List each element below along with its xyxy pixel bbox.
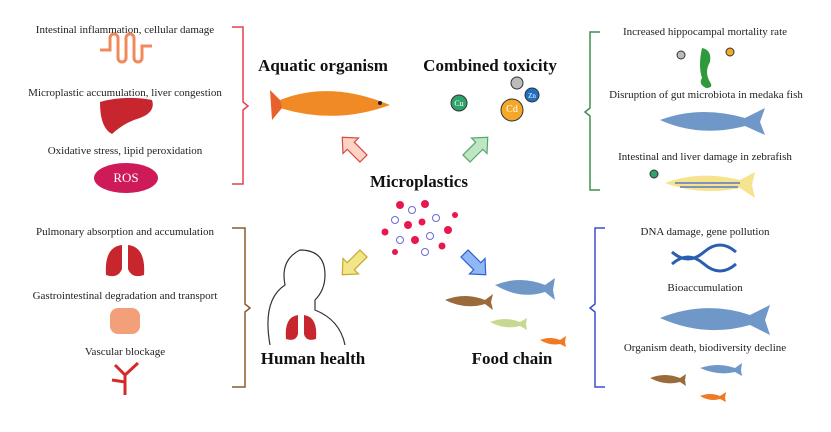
human-title: Human health: [260, 349, 366, 368]
metal-label-cd: Cd: [506, 104, 518, 115]
arrow-to-aquatic: [341, 136, 368, 163]
human-silhouette-icon: [267, 249, 346, 346]
food-title: Food chain: [471, 349, 553, 368]
food-chain-fish-brown: [445, 294, 493, 310]
human-effect: Vascular blockage: [84, 346, 166, 358]
toxicity-effect: Intestinal and liver damage in zebrafish: [618, 151, 792, 163]
aquatic-effect: Microplastic accumulation, liver congest…: [28, 87, 222, 99]
particle-icon: [649, 169, 659, 179]
metal-grey-icon: [510, 76, 524, 90]
microplastic-particles-icon: [381, 200, 458, 256]
metal-label-cu: Cu: [454, 99, 464, 108]
dna-icon: [671, 243, 737, 273]
toxicity-effect: Disruption of gut microbiota in medaka f…: [609, 89, 803, 101]
intestine-icon: [100, 32, 152, 64]
particle-icon: [725, 47, 735, 57]
food-effect: Organism death, biodiversity decline: [623, 342, 787, 354]
human-bracket: [232, 227, 252, 388]
arrow-to-food: [460, 249, 487, 276]
aquatic-title: Aquatic organism: [258, 56, 388, 75]
food-chain-fish-large: [495, 278, 555, 300]
aquatic-effect: Intestinal inflammation, cellular damage: [35, 24, 215, 36]
food-chain-fish-orange: [540, 336, 566, 347]
liver-icon: [100, 97, 153, 134]
decline-fish-brown: [650, 374, 686, 386]
seahorse-icon: [700, 48, 712, 88]
toxicity-effect: Increased hippocampal mortality rate: [622, 26, 788, 38]
toxicity-bracket: [583, 31, 600, 191]
food-chain-fish-small: [490, 318, 527, 330]
particle-icon: [676, 50, 686, 60]
arrow-to-human: [341, 249, 368, 276]
human-effect: Pulmonary absorption and accumulation: [35, 226, 215, 238]
metal-cu-icon: [450, 94, 468, 112]
lungs-icon: [105, 245, 145, 277]
toxicity-title: Combined toxicity: [423, 56, 557, 75]
human-lungs-icon: [285, 315, 317, 340]
food-effect: Bioaccumulation: [667, 282, 743, 294]
zebrafish-icon: [665, 172, 755, 198]
decline-fish-orange: [700, 392, 726, 402]
aquatic-fish-icon: [270, 90, 390, 120]
medaka-fish-icon: [660, 108, 765, 135]
metal-label-zn: Zn: [528, 92, 536, 100]
ros-badge: ROS: [94, 163, 158, 193]
metal-cd-icon: [500, 98, 524, 122]
bioaccumulation-fish-icon: [660, 305, 770, 335]
microplastics-title: Microplastics: [370, 172, 468, 191]
aquatic-bracket: [232, 26, 250, 185]
food-effect: DNA damage, gene pollution: [640, 226, 770, 238]
metal-zn-icon: [524, 87, 540, 103]
blood-vessel-icon: [111, 361, 140, 395]
food-bracket: [588, 227, 605, 388]
arrow-to-toxicity: [462, 136, 489, 163]
aquatic-effect: Oxidative stress, lipid peroxidation: [47, 145, 203, 157]
human-effect: Gastrointestinal degradation and transpo…: [32, 290, 218, 302]
gastrointestinal-icon: [110, 308, 140, 334]
decline-fish-blue: [700, 363, 742, 376]
